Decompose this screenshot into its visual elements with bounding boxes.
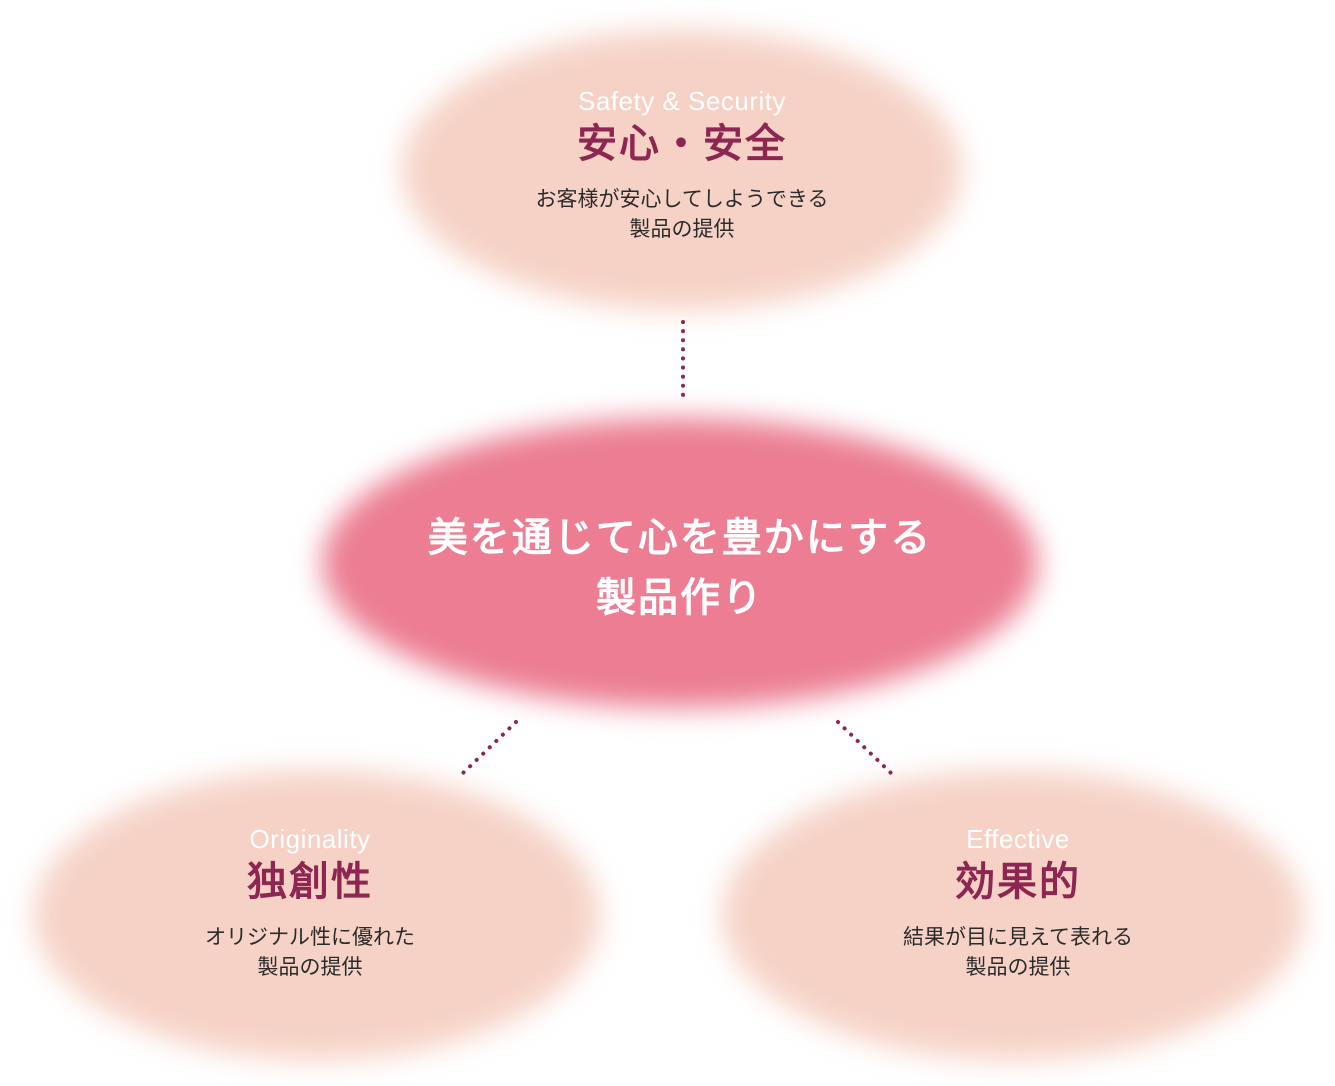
node-core-mission: 美を通じて心を豊かにする 製品作り (360, 508, 1000, 628)
node-originality: Originality 独創性 オリジナル性に優れた 製品の提供 (110, 826, 510, 982)
node-description-line: お客様が安心してしようできる (535, 187, 829, 211)
node-description-line: 製品の提供 (257, 955, 363, 979)
center-node-ellipse (322, 418, 1038, 708)
node-english-label: Safety & Security (578, 86, 786, 116)
core-mission-line: 美を通じて心を豊かにする (427, 514, 933, 561)
node-description: オリジナル性に優れた 製品の提供 (110, 922, 510, 982)
node-title: 安心・安全 (577, 121, 787, 167)
node-safety-security: Safety & Security 安心・安全 お客様が安心してしようできる 製… (482, 88, 882, 244)
node-effective: Effective 効果的 結果が目に見えて表れる 製品の提供 (818, 826, 1218, 982)
top-node-ellipse (402, 30, 962, 310)
node-english-label: Effective (966, 824, 1070, 854)
right-node-ellipse (722, 770, 1304, 1060)
node-description-line: 結果が目に見えて表れる (903, 925, 1133, 949)
node-description: 結果が目に見えて表れる 製品の提供 (818, 922, 1218, 982)
left-node-ellipse (34, 770, 600, 1060)
core-mission-line: 製品作り (596, 574, 764, 621)
node-title: 効果的 (955, 859, 1081, 905)
node-english-label: Originality (249, 824, 371, 854)
node-description-line: オリジナル性に優れた (205, 925, 415, 949)
node-description-line: 製品の提供 (965, 955, 1071, 979)
node-description-line: 製品の提供 (629, 217, 735, 241)
connector-center-right (836, 720, 894, 776)
node-title: 独創性 (247, 859, 373, 905)
node-description: お客様が安心してしようできる 製品の提供 (482, 184, 882, 244)
connector-center-left (460, 720, 518, 776)
